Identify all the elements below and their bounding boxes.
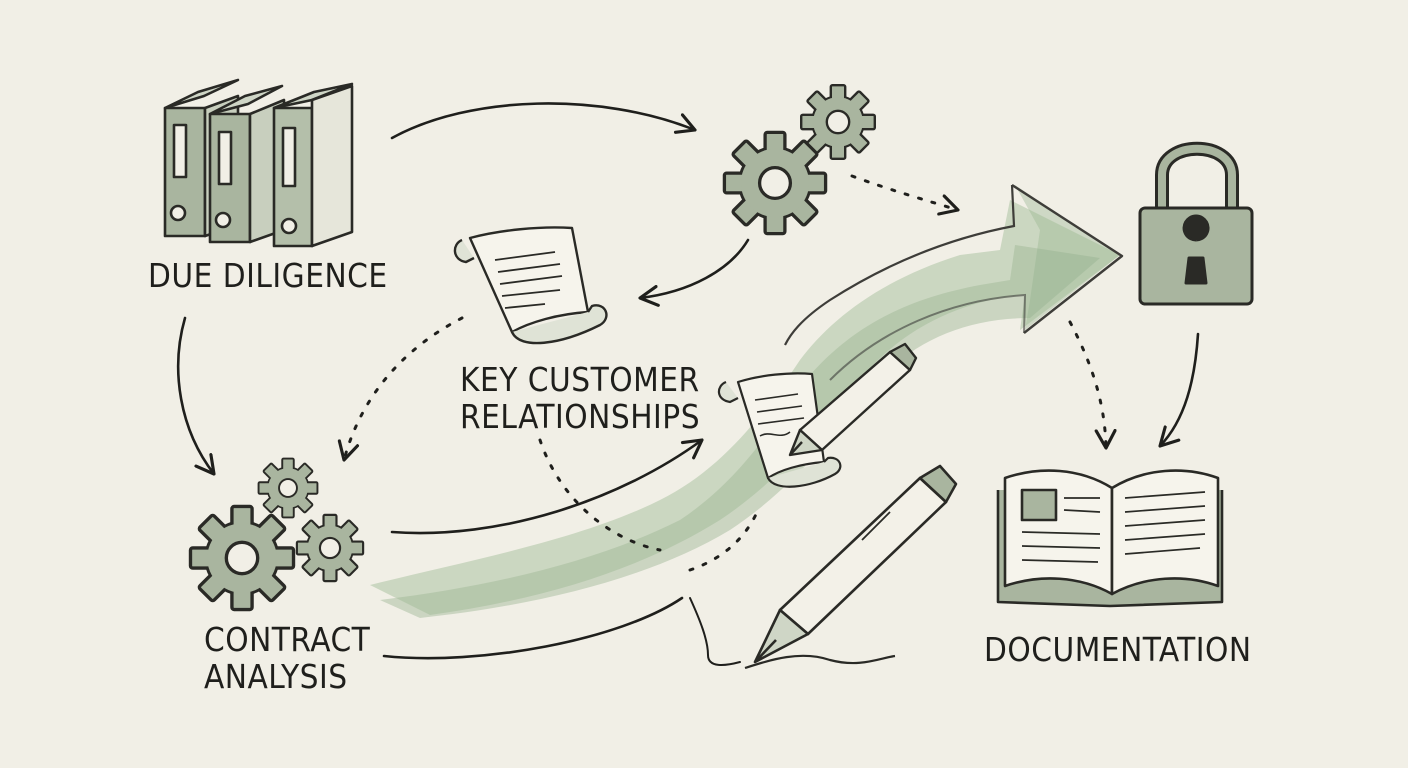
dashed-arrow xyxy=(850,174,960,216)
label-line: CONTRACT xyxy=(204,620,371,659)
flow-arrow xyxy=(382,596,684,660)
label-due-diligence: DUE DILIGENCE xyxy=(148,256,388,295)
pen-icon xyxy=(744,464,958,670)
binders-icon xyxy=(163,78,354,248)
label-line: KEY CUSTOMER xyxy=(460,360,700,399)
flow-arrow xyxy=(390,102,697,140)
dashed-arrow xyxy=(688,508,760,572)
label-contract-analysis: CONTRACT ANALYSIS xyxy=(204,620,371,696)
dashed-arrow xyxy=(337,316,464,462)
label-line: ANALYSIS xyxy=(204,656,348,696)
padlock-icon xyxy=(1138,141,1254,306)
large-arrow-icon xyxy=(370,183,1124,618)
open-book-icon xyxy=(996,469,1224,608)
pen-icon xyxy=(788,342,918,457)
label-documentation: DOCUMENTATION xyxy=(984,630,1252,669)
flow-arrow xyxy=(1158,332,1200,448)
dashed-arrow xyxy=(1068,320,1117,450)
gears-icon xyxy=(722,83,876,236)
label-line: RELATIONSHIPS xyxy=(460,396,701,436)
flow-arrow xyxy=(689,597,741,666)
label-key-customer-relationships: KEY CUSTOMER RELATIONSHIPS xyxy=(460,360,701,436)
flow-arrow xyxy=(176,316,216,476)
scroll-icon xyxy=(453,226,608,345)
gears-icon xyxy=(188,457,365,612)
flow-arrow xyxy=(638,238,750,307)
flow-arrow xyxy=(390,438,704,535)
